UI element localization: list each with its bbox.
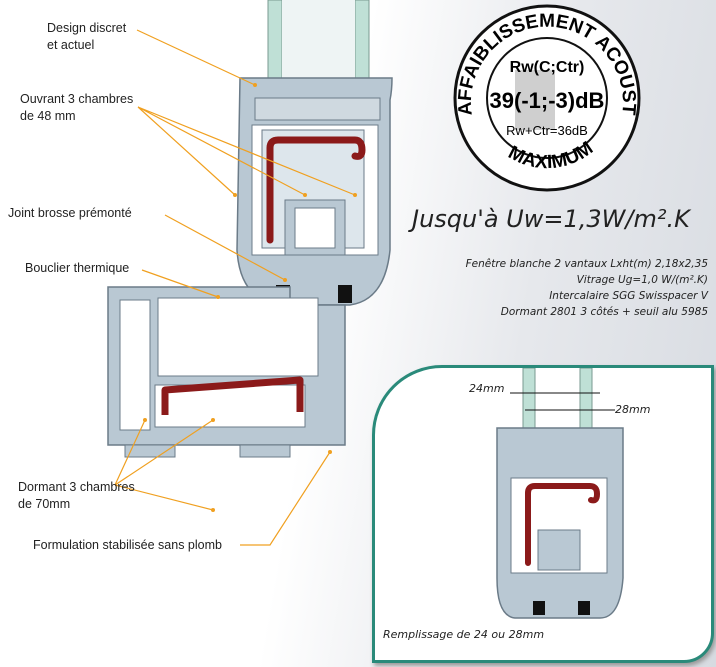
label-formulation: Formulation stabilisée sans plomb	[33, 538, 222, 552]
sash-profile	[236, 77, 393, 306]
label-line: Ouvrant 3 chambres	[20, 92, 134, 106]
label-line: Dormant 3 chambres	[18, 480, 135, 494]
dim-28mm: 28mm	[615, 403, 651, 416]
label-bouclier: Bouclier thermique	[25, 261, 130, 275]
label-line: et actuel	[47, 38, 95, 52]
label-line: Design discret	[47, 21, 127, 35]
dimension-lines	[510, 392, 615, 411]
spec-line: Intercalaire SGG Swisspacer V	[549, 290, 708, 302]
leader-lines	[114, 29, 356, 546]
uw-headline: Jusqu'à Uw=1,3W/m².K	[412, 205, 690, 233]
label-line: de 48 mm	[20, 109, 76, 123]
label-ouvrant: Ouvrant 3 chambres de 48 mm	[20, 91, 133, 125]
inset-caption: Remplissage de 24 ou 28mm	[383, 628, 545, 641]
stamp-rating: Rw(C;Ctr)	[510, 59, 585, 76]
label-dormant: Dormant 3 chambres de 70mm	[18, 479, 135, 513]
frame-profile	[107, 286, 346, 458]
spec-line: Vitrage Ug=1,0 W/(m².K)	[576, 274, 708, 286]
label-joint: Joint brosse prémonté	[8, 206, 132, 220]
leader-dots	[143, 83, 357, 512]
performance-specs: Fenêtre blanche 2 vantaux Lxht(m) 2,18x2…	[466, 256, 708, 320]
glazing-inset: 24mm 28mm Remplissage de 24 ou 28mm	[372, 365, 714, 663]
spec-line: Dormant 2801 3 côtés + seuil alu 5985	[500, 306, 708, 318]
stamp-sum: Rw+Ctr=36dB	[506, 123, 588, 138]
dim-24mm: 24mm	[469, 382, 505, 395]
stamp-value: 39(-1;-3)dB	[490, 88, 605, 113]
inset-profile	[496, 368, 624, 619]
label-design: Design discret et actuel	[47, 20, 126, 54]
label-line: de 70mm	[18, 497, 71, 511]
spec-line: Fenêtre blanche 2 vantaux Lxht(m) 2,18x2…	[465, 258, 708, 270]
